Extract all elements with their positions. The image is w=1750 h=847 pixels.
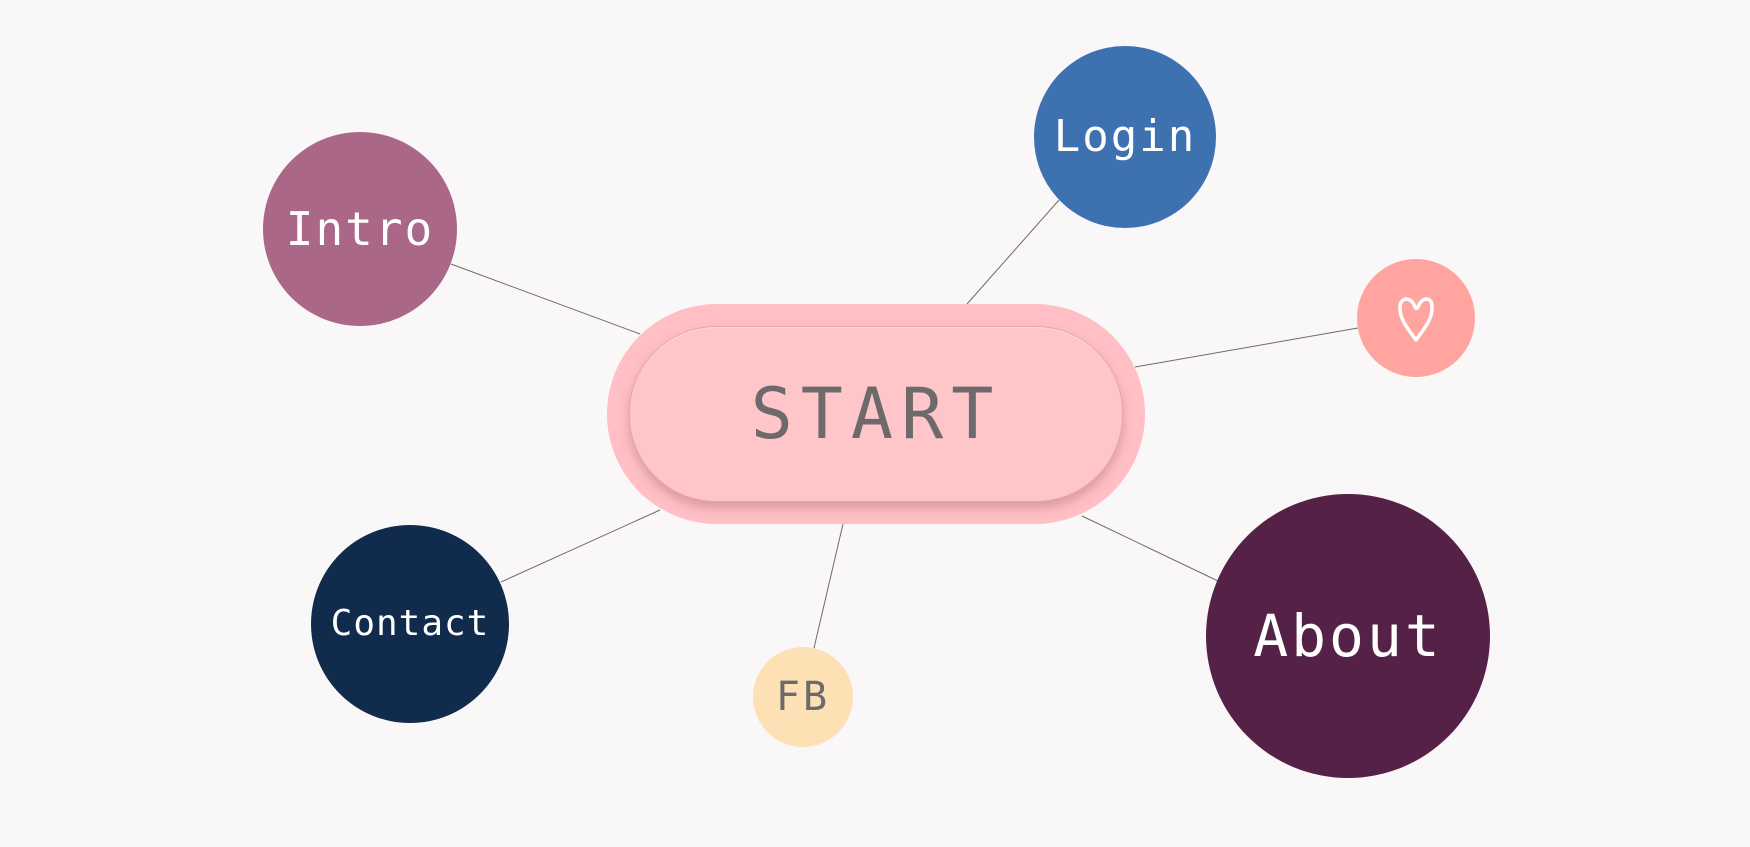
contact-label: Contact xyxy=(330,603,490,644)
heart-button[interactable] xyxy=(1357,259,1475,377)
about-button[interactable]: About xyxy=(1206,494,1490,778)
heart-icon xyxy=(1398,297,1434,342)
fb-label: FB xyxy=(775,674,831,720)
start-button-halo: START xyxy=(607,304,1145,524)
connector-login xyxy=(966,199,1060,305)
login-button[interactable]: Login xyxy=(1034,46,1216,228)
contact-button[interactable]: Contact xyxy=(311,525,509,723)
connector-about xyxy=(1081,515,1219,582)
connector-contact xyxy=(500,509,661,583)
start-button[interactable]: START xyxy=(629,326,1123,502)
connector-fb xyxy=(813,523,844,649)
start-label: START xyxy=(750,373,1002,455)
intro-button[interactable]: Intro xyxy=(263,132,457,326)
login-label: Login xyxy=(1053,111,1197,162)
fb-button[interactable]: FB xyxy=(753,647,853,747)
connector-intro xyxy=(450,263,641,335)
connector-heart xyxy=(1134,327,1359,368)
intro-label: Intro xyxy=(285,202,435,256)
about-label: About xyxy=(1253,602,1443,670)
